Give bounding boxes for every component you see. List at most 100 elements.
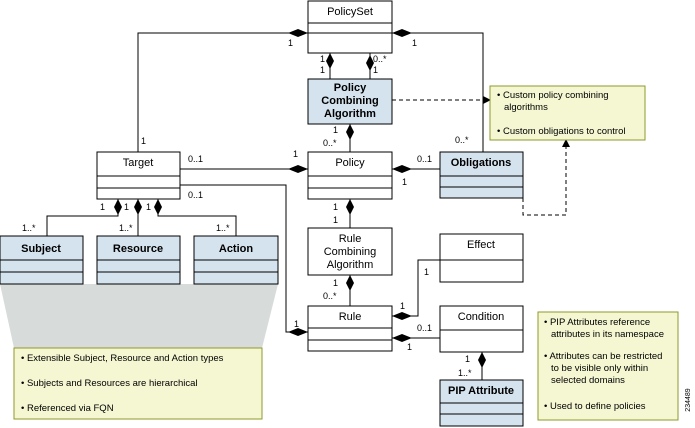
diamond-pca-self: [366, 55, 374, 71]
mult-target-rule: 0..1: [188, 190, 203, 200]
multiplicity-labels: 1 1 1 1 0..* 1 1 1 0..* 0..1 1 0..1 1 0.…: [22, 38, 472, 378]
mult-obligations-many: 0..*: [455, 135, 469, 145]
resource-label: Resource: [113, 243, 163, 255]
subject-class: Subject: [0, 235, 84, 285]
rca-label-line1: Rule: [339, 233, 362, 245]
target-class: Target: [96, 151, 181, 200]
policy-note-line1: • Custom policy combining: [497, 90, 609, 101]
mult-obligations-policy-01: 0..1: [417, 154, 432, 164]
mult-target-subject: 1: [100, 202, 105, 212]
action-label: Action: [219, 243, 254, 255]
pip-note-line2: attributes in its namespace: [551, 329, 664, 340]
mult-effect: 1: [424, 267, 429, 277]
mult-target-policyset: 1: [141, 136, 146, 146]
diamond-policy-obligations: [392, 165, 412, 173]
pip-attribute-label: PIP Attribute: [448, 385, 514, 397]
rca-label-line2: Combining: [324, 246, 377, 258]
pip-note-line5: selected domains: [551, 375, 625, 386]
figure-id: 234489: [685, 388, 692, 411]
target-label: Target: [123, 157, 154, 169]
rule-class: Rule: [307, 305, 393, 352]
mult-policyset-self-1: 1: [373, 65, 378, 75]
resource-class: Resource: [96, 235, 181, 285]
pca-label-line2: Combining: [321, 95, 378, 107]
pip-note-line6: • Used to define policies: [544, 401, 646, 412]
diamond-policyset-right: [392, 29, 412, 37]
dependencies: [392, 96, 570, 216]
pip-note-line3: • Attributes can be restricted: [544, 351, 662, 362]
diamond-rule-effect: [392, 312, 412, 320]
mult-target-resource: 1: [124, 202, 129, 212]
rca-label-line3: Algorithm: [327, 259, 373, 271]
policyset-class: PolicySet: [307, 0, 393, 54]
target-note-line3: • Referenced via FQN: [21, 403, 114, 414]
composition-diamonds: [114, 29, 486, 368]
mult-obligations-policy-1: 1: [402, 177, 407, 187]
policy-class: Policy: [307, 151, 393, 200]
mult-target-action: 1: [146, 202, 151, 212]
mult-rca-rule-many: 0..*: [323, 291, 337, 301]
target-subject-line: [46, 199, 119, 236]
diamond-rule-condition: [392, 334, 412, 342]
mult-policyset-pca-1a: 1: [320, 54, 325, 64]
diamond-rca-rule: [346, 275, 354, 291]
obligations-label: Obligations: [451, 157, 512, 169]
effect-class: Effect: [439, 233, 524, 283]
mult-condition: 0..1: [417, 323, 432, 333]
mult-pip-many: 1..*: [458, 368, 472, 378]
pip-attribute-class: PIP Attribute: [439, 379, 524, 427]
subject-label: Subject: [21, 243, 61, 255]
target-note-line2: • Subjects and Resources are hierarchica…: [21, 378, 198, 389]
obligations-note-dependency: [522, 139, 570, 216]
target-note-band: [0, 284, 278, 348]
mult-subject-many: 1..*: [22, 223, 36, 233]
diamond-policyset-left: [288, 29, 308, 37]
rule-label: Rule: [339, 311, 362, 323]
mult-policy-rca-1a: 1: [333, 202, 338, 212]
pca-label-line3: Algorithm: [324, 108, 376, 120]
diamond-target-subject: [114, 199, 122, 215]
policy-label: Policy: [335, 157, 365, 169]
policyset-obligations-line: [392, 32, 484, 152]
action-class: Action: [193, 235, 279, 285]
condition-class: Condition: [439, 305, 524, 353]
pip-note: • PIP Attributes reference attributes in…: [537, 311, 679, 421]
mult-condition-pip: 1: [465, 354, 470, 364]
mult-rule-target: 1: [294, 319, 299, 329]
mult-target-policy: 0..1: [188, 154, 203, 164]
pip-note-line4: to be visible only within: [551, 363, 648, 374]
mult-action-many: 1..*: [216, 223, 230, 233]
mult-pca-policy-1: 1: [333, 125, 338, 135]
policy-note-line2: algorithms: [504, 102, 548, 113]
condition-label: Condition: [458, 311, 504, 323]
diamond-target-action: [154, 199, 162, 215]
target-note: • Extensible Subject, Resource and Actio…: [13, 347, 263, 420]
mult-rule-condition: 1: [407, 342, 412, 352]
diamond-target-resource: [134, 199, 142, 215]
mult-policyset-obligations: 1: [412, 38, 417, 48]
diamond-policy-target: [288, 165, 308, 173]
pca-label-line1: Policy: [334, 82, 367, 94]
diamond-policy-rca: [346, 199, 354, 215]
policy-note: • Custom policy combining algorithms • C…: [489, 85, 646, 141]
target-note-line1: • Extensible Subject, Resource and Actio…: [21, 353, 224, 364]
policyset-target-line: [137, 32, 308, 152]
policy-note-line3: • Custom obligations to control: [497, 126, 625, 137]
pip-note-line1: • PIP Attributes reference: [544, 317, 650, 328]
mult-policy-target: 1: [293, 149, 298, 159]
mult-rule-effect: 1: [400, 301, 405, 311]
obligations-class: Obligations: [439, 151, 524, 199]
effect-label: Effect: [467, 239, 495, 251]
policy-combining-algorithm-class: Policy Combining Algorithm: [307, 78, 393, 125]
mult-policyset-pca-1b: 1: [320, 65, 325, 75]
diamond-pca-policy: [346, 124, 354, 140]
mult-resource-many: 1..*: [119, 223, 133, 233]
diamond-condition-pip: [478, 352, 486, 368]
diamond-policyset-pca: [326, 53, 334, 69]
diamond-rule-target: [288, 328, 308, 336]
policyset-label: PolicySet: [327, 6, 373, 18]
mult-policy-rca-1b: 1: [333, 215, 338, 225]
rule-combining-algorithm-class: Rule Combining Algorithm: [307, 227, 393, 276]
mult-rca-rule-1: 1: [333, 278, 338, 288]
